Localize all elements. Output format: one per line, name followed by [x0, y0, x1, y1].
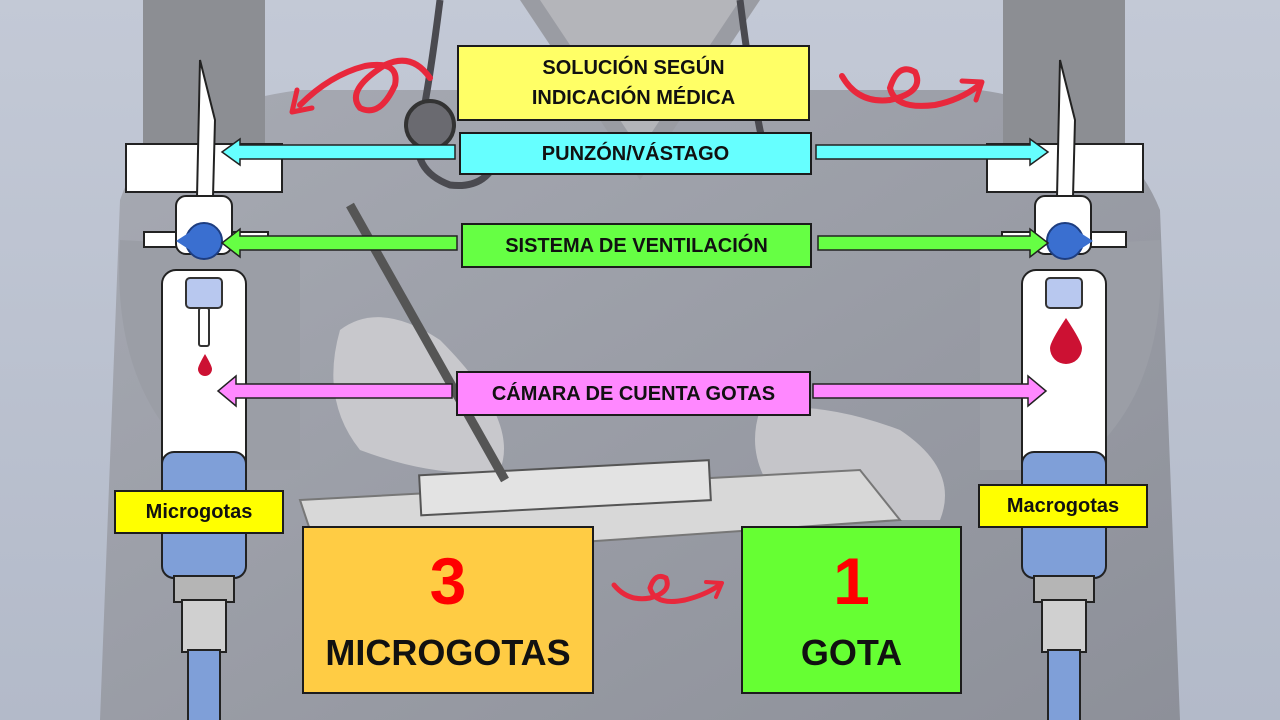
- drop-icon: [198, 354, 212, 376]
- curly-arrow-icon: [839, 66, 985, 109]
- chamber-arrow-right: [812, 374, 1048, 408]
- microgotas-word: MICROGOTAS: [325, 632, 571, 673]
- vent-arrow-left: [220, 227, 458, 259]
- vent-valve-icon: [1046, 222, 1084, 260]
- curly-arrow-icon: [289, 57, 433, 115]
- spike-arrow-right: [815, 137, 1050, 167]
- solution-label: SOLUCIÓN SEGÚN INDICACIÓN MÉDICA: [457, 45, 810, 121]
- vent-valve-icon: [185, 222, 223, 260]
- drop-icon: [1050, 318, 1082, 364]
- microgotas-number: 3: [429, 544, 467, 618]
- left-tube: [187, 649, 221, 720]
- right-tube: [1047, 649, 1081, 720]
- spike-arrow-left: [220, 137, 456, 167]
- spike-label: PUNZÓN/VÁSTAGO: [459, 132, 812, 175]
- gota-word: GOTA: [800, 632, 903, 673]
- micro-tag: Microgotas: [114, 490, 284, 534]
- curly-arrow-icon: [611, 573, 724, 604]
- right-drip-set: [986, 59, 1144, 720]
- vent-label: SISTEMA DE VENTILACIÓN: [461, 223, 812, 268]
- spike-icon: [1055, 59, 1077, 198]
- microgotas-box: 3 MICROGOTAS: [302, 526, 594, 694]
- gota-number: 1: [833, 544, 870, 618]
- spike-icon: [195, 59, 217, 198]
- chamber-arrow-left: [216, 374, 453, 408]
- vent-arrow-right: [817, 227, 1050, 259]
- gota-box: 1 GOTA: [741, 526, 962, 694]
- chamber-label: CÁMARA DE CUENTA GOTAS: [456, 371, 811, 416]
- solution-label-line1: SOLUCIÓN SEGÚN: [542, 57, 725, 79]
- solution-label-line2: INDICACIÓN MÉDICA: [531, 87, 736, 109]
- macro-tag: Macrogotas: [978, 484, 1148, 528]
